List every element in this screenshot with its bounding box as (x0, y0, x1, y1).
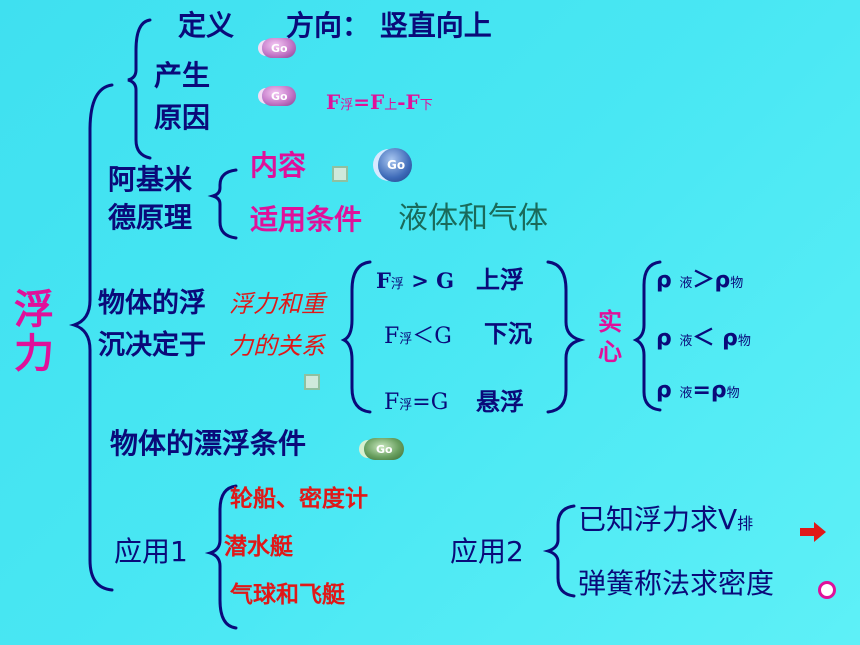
case-float-formula: F浮 > G (376, 268, 455, 293)
square-icon-content[interactable] (332, 166, 348, 182)
go-circle-button[interactable]: Go (378, 148, 412, 182)
definition-label: 定义 (178, 9, 235, 42)
top-brace (127, 18, 152, 160)
case-suspend-formula: F浮=G (384, 390, 449, 415)
rho-less: ρ 液＜ ρ物 (656, 326, 751, 351)
application-2-label: 应用2 (450, 535, 524, 568)
app1-brace (204, 484, 238, 630)
case-sink-result: 下沉 (484, 320, 532, 348)
archimedes-label-2: 德原理 (108, 201, 193, 234)
application-1-label: 应用1 (114, 535, 188, 568)
relation-text-2: 力的关系 (229, 332, 325, 360)
go-button-definition[interactable]: Go (262, 38, 296, 58)
app1-item-balloon: 气球和飞艇 (230, 582, 345, 608)
direction-text: 方向： 竖直向上 (286, 9, 492, 42)
square-icon-relation[interactable] (304, 374, 320, 390)
sinkfloat-label-1: 物体的浮 (98, 288, 206, 319)
sinkfloat-label-2: 沉决定于 (98, 330, 206, 361)
relation-text-1: 浮力和重 (229, 290, 325, 318)
floating-condition-title: 物体的漂浮条件 (110, 427, 307, 460)
cause-label-1: 产生 (154, 59, 211, 92)
go-button-cause[interactable]: Go (262, 86, 296, 106)
rho-equal: ρ 液=ρ物 (656, 378, 740, 403)
rho-greater: ρ 液＞ρ物 (656, 268, 744, 293)
case-sink-formula: F浮＜G (384, 324, 452, 349)
solid-label-1: 实 (598, 308, 622, 336)
root-brace (68, 83, 114, 592)
pressure-formula: F浮=F上-F下 (326, 90, 433, 114)
go-button-floating[interactable]: Go (364, 438, 404, 460)
case-suspend-result: 悬浮 (476, 388, 524, 416)
rho-brace (632, 260, 662, 412)
archimedes-label-1: 阿基米 (108, 163, 193, 196)
app2-item-density: 弹簧称法求密度 (578, 567, 775, 600)
fluid-text: 液体和气体 (398, 201, 548, 236)
app1-item-ship: 轮船、密度计 (230, 486, 368, 512)
solid-label-2: 心 (598, 338, 622, 366)
cause-label-2: 原因 (154, 101, 211, 134)
content-label: 内容 (250, 149, 307, 182)
case-float-result: 上浮 (476, 266, 524, 294)
arrow-right-icon[interactable] (800, 522, 830, 542)
root-title: 浮力 (14, 287, 54, 377)
relation-brace (340, 260, 372, 414)
ring-icon[interactable] (818, 581, 836, 599)
app1-item-submarine: 潜水艇 (224, 534, 293, 560)
app2-item-volume: 已知浮力求V排 (578, 503, 754, 536)
condition-label: 适用条件 (250, 203, 363, 236)
app2-brace (542, 504, 576, 598)
cases-brace (546, 260, 586, 414)
archimedes-brace (207, 168, 238, 240)
